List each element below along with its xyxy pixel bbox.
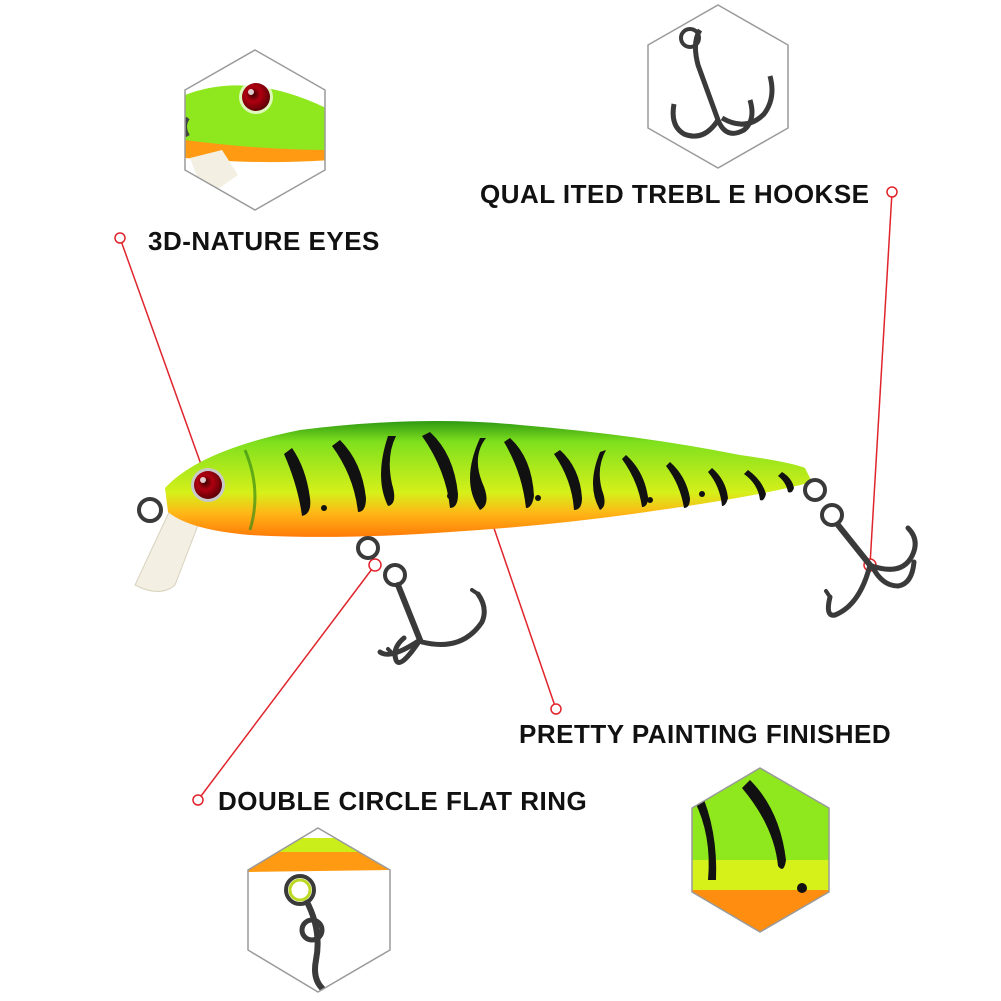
eye-detail-hexagon <box>184 49 326 211</box>
callout-label-eyes: 3D-NATURE EYES <box>148 226 380 256</box>
belly-treble-hook-icon <box>356 536 487 665</box>
paint-detail-hexagon <box>691 767 830 933</box>
callout-label-hooks: QUAL ITED TREBL E HOOKSE <box>480 179 870 209</box>
ring-detail-hexagon <box>247 827 391 993</box>
lure-eye <box>191 468 225 502</box>
fishing-lure <box>134 421 918 665</box>
callout-lines <box>119 191 893 801</box>
callout-label-paint: PRETTY PAINTING FINISHED <box>519 719 892 749</box>
tail-treble-hook-icon <box>803 478 918 618</box>
front-ring-icon <box>137 497 163 523</box>
hook-detail-hexagon <box>647 4 789 169</box>
lure-stripes <box>284 432 794 516</box>
callout-label-ring: DOUBLE CIRCLE FLAT RING <box>218 786 588 816</box>
diving-lip <box>134 509 201 592</box>
